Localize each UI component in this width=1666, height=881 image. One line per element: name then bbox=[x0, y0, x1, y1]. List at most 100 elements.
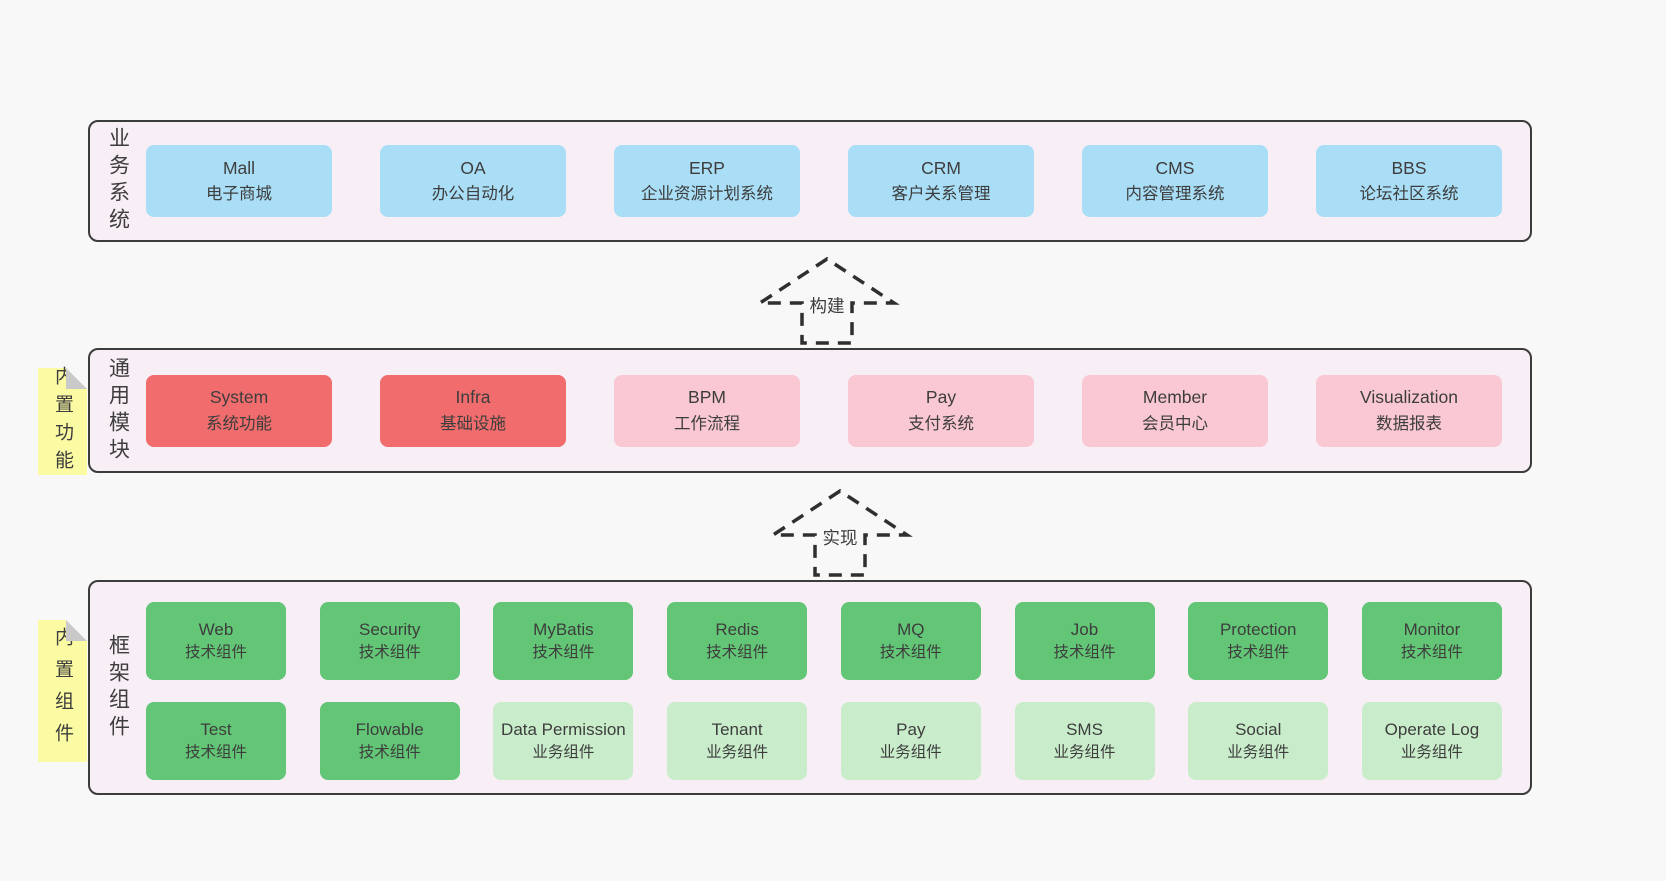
box-subtitle: 企业资源计划系统 bbox=[641, 185, 773, 204]
box-title: Data Permission bbox=[501, 719, 626, 739]
box-title: Pay bbox=[896, 719, 926, 739]
box-subtitle: 技术组件 bbox=[532, 643, 595, 661]
box-subtitle: 技术组件 bbox=[184, 743, 247, 761]
box-subtitle: 技术组件 bbox=[706, 643, 769, 661]
box-title: CRM bbox=[921, 157, 961, 178]
comp-test: Test 技术组件 bbox=[146, 702, 286, 780]
box-bbs: BBS 论坛社区系统 bbox=[1316, 145, 1502, 217]
box-subtitle: 技术组件 bbox=[1053, 643, 1116, 661]
box-title: OA bbox=[460, 157, 486, 178]
box-subtitle: 办公自动化 bbox=[431, 185, 515, 204]
up-arrow-icon bbox=[767, 488, 913, 577]
layer-modules-label: 通用模块 bbox=[106, 356, 130, 465]
dog-ear-fold-icon bbox=[66, 620, 87, 641]
box-title: System bbox=[209, 387, 269, 408]
layer-common-modules: 通用模块 System 系统功能 Infra 基础设施 BPM 工作流程 Pay… bbox=[88, 348, 1532, 473]
box-visualization: Visualization 数据报表 bbox=[1316, 374, 1502, 447]
box-title: Web bbox=[198, 619, 234, 639]
box-cms: CMS 内容管理系统 bbox=[1082, 145, 1268, 217]
comp-redis: Redis 技术组件 bbox=[667, 602, 808, 680]
box-title: SMS bbox=[1066, 719, 1103, 739]
comp-web: Web 技术组件 bbox=[146, 602, 286, 680]
box-oa: OA 办公自动化 bbox=[380, 145, 566, 217]
box-title: Infra bbox=[455, 387, 491, 408]
box-title: BBS bbox=[1391, 157, 1427, 178]
module-boxes: System 系统功能 Infra 基础设施 BPM 工作流程 Pay 支付系统… bbox=[146, 350, 1530, 471]
sticky-built-in-components: 内置组件 bbox=[38, 620, 87, 762]
box-subtitle: 业务组件 bbox=[1053, 743, 1116, 761]
box-title: MQ bbox=[897, 619, 925, 639]
box-title: Operate Log bbox=[1384, 719, 1480, 739]
box-title: Redis bbox=[715, 619, 759, 639]
layer-business-label: 业务系统 bbox=[106, 127, 130, 235]
box-title: Flowable bbox=[355, 719, 424, 739]
layer-label-column: 业务系统 bbox=[90, 122, 146, 240]
box-subtitle: 业务组件 bbox=[706, 743, 769, 761]
box-subtitle: 技术组件 bbox=[1227, 643, 1290, 661]
box-title: CMS bbox=[1155, 157, 1195, 178]
arrow-build-label: 构建 bbox=[806, 293, 848, 318]
box-mall: Mall 电子商城 bbox=[146, 145, 332, 217]
comp-flowable: Flowable 技术组件 bbox=[319, 702, 460, 780]
component-row-1: Web 技术组件 Security 技术组件 MyBatis 技术组件 Redi… bbox=[146, 602, 1502, 680]
layer-label-column: 通用模块 bbox=[90, 350, 146, 471]
box-subtitle: 工作流程 bbox=[674, 414, 740, 433]
comp-mq: MQ 技术组件 bbox=[840, 602, 981, 680]
box-title: Mall bbox=[222, 157, 256, 178]
arrow-implement-label: 实现 bbox=[819, 525, 861, 550]
comp-security: Security 技术组件 bbox=[319, 602, 460, 680]
box-title: BPM bbox=[688, 387, 726, 408]
box-subtitle: 基础设施 bbox=[440, 414, 506, 433]
layer-components-label: 框架组件 bbox=[106, 633, 130, 742]
comp-mybatis: MyBatis 技术组件 bbox=[493, 602, 634, 680]
sticky-label: 内置功能 bbox=[52, 365, 73, 478]
up-arrow-icon bbox=[754, 256, 900, 345]
box-title: Social bbox=[1235, 719, 1282, 739]
layer-business-systems: 业务系统 Mall 电子商城 OA 办公自动化 ERP 企业资源计划系统 CRM… bbox=[88, 120, 1532, 242]
comp-data-permission: Data Permission 业务组件 bbox=[493, 702, 634, 780]
comp-job: Job 技术组件 bbox=[1014, 602, 1155, 680]
box-title: ERP bbox=[689, 157, 725, 178]
box-system: System 系统功能 bbox=[146, 374, 332, 447]
box-subtitle: 数据报表 bbox=[1376, 414, 1442, 433]
comp-social: Social 业务组件 bbox=[1188, 702, 1329, 780]
arrow-implement: 实现 bbox=[765, 488, 915, 578]
box-subtitle: 技术组件 bbox=[184, 643, 247, 661]
box-subtitle: 客户关系管理 bbox=[891, 185, 991, 204]
box-subtitle: 电子商城 bbox=[206, 185, 272, 204]
box-title: Tenant bbox=[711, 719, 763, 739]
component-grid: Web 技术组件 Security 技术组件 MyBatis 技术组件 Redi… bbox=[146, 582, 1530, 793]
sticky-label: 内置组件 bbox=[52, 627, 73, 755]
box-subtitle: 论坛社区系统 bbox=[1359, 185, 1459, 204]
sticky-built-in-features: 内置功能 bbox=[38, 365, 87, 478]
component-row-2: Test 技术组件 Flowable 技术组件 Data Permission … bbox=[146, 702, 1502, 780]
layer-label-column: 框架组件 bbox=[90, 582, 146, 793]
comp-pay: Pay 业务组件 bbox=[840, 702, 981, 780]
layer-framework-components: 框架组件 Web 技术组件 Security 技术组件 MyBatis 技术组件… bbox=[88, 580, 1532, 795]
box-pay-module: Pay 支付系统 bbox=[848, 374, 1034, 447]
box-title: Protection bbox=[1219, 619, 1297, 639]
box-subtitle: 技术组件 bbox=[1400, 643, 1463, 661]
box-bpm: BPM 工作流程 bbox=[614, 374, 800, 447]
box-member: Member 会员中心 bbox=[1082, 374, 1268, 447]
box-subtitle: 业务组件 bbox=[1227, 743, 1290, 761]
arrow-build: 构建 bbox=[752, 256, 902, 346]
box-subtitle: 系统功能 bbox=[206, 414, 272, 433]
box-subtitle: 技术组件 bbox=[879, 643, 942, 661]
box-title: Pay bbox=[925, 387, 957, 408]
comp-protection: Protection 技术组件 bbox=[1188, 602, 1329, 680]
box-erp: ERP 企业资源计划系统 bbox=[614, 145, 800, 217]
box-title: Visualization bbox=[1360, 387, 1458, 408]
box-title: Member bbox=[1142, 387, 1208, 408]
box-subtitle: 支付系统 bbox=[908, 414, 974, 433]
box-title: Job bbox=[1070, 619, 1099, 639]
box-infra: Infra 基础设施 bbox=[380, 374, 566, 447]
box-subtitle: 业务组件 bbox=[879, 743, 942, 761]
box-title: MyBatis bbox=[533, 619, 594, 639]
box-title: Monitor bbox=[1403, 619, 1461, 639]
box-title: Test bbox=[200, 719, 232, 739]
comp-operate-log: Operate Log 业务组件 bbox=[1361, 702, 1502, 780]
dog-ear-fold-icon bbox=[66, 368, 87, 389]
comp-monitor: Monitor 技术组件 bbox=[1361, 602, 1502, 680]
